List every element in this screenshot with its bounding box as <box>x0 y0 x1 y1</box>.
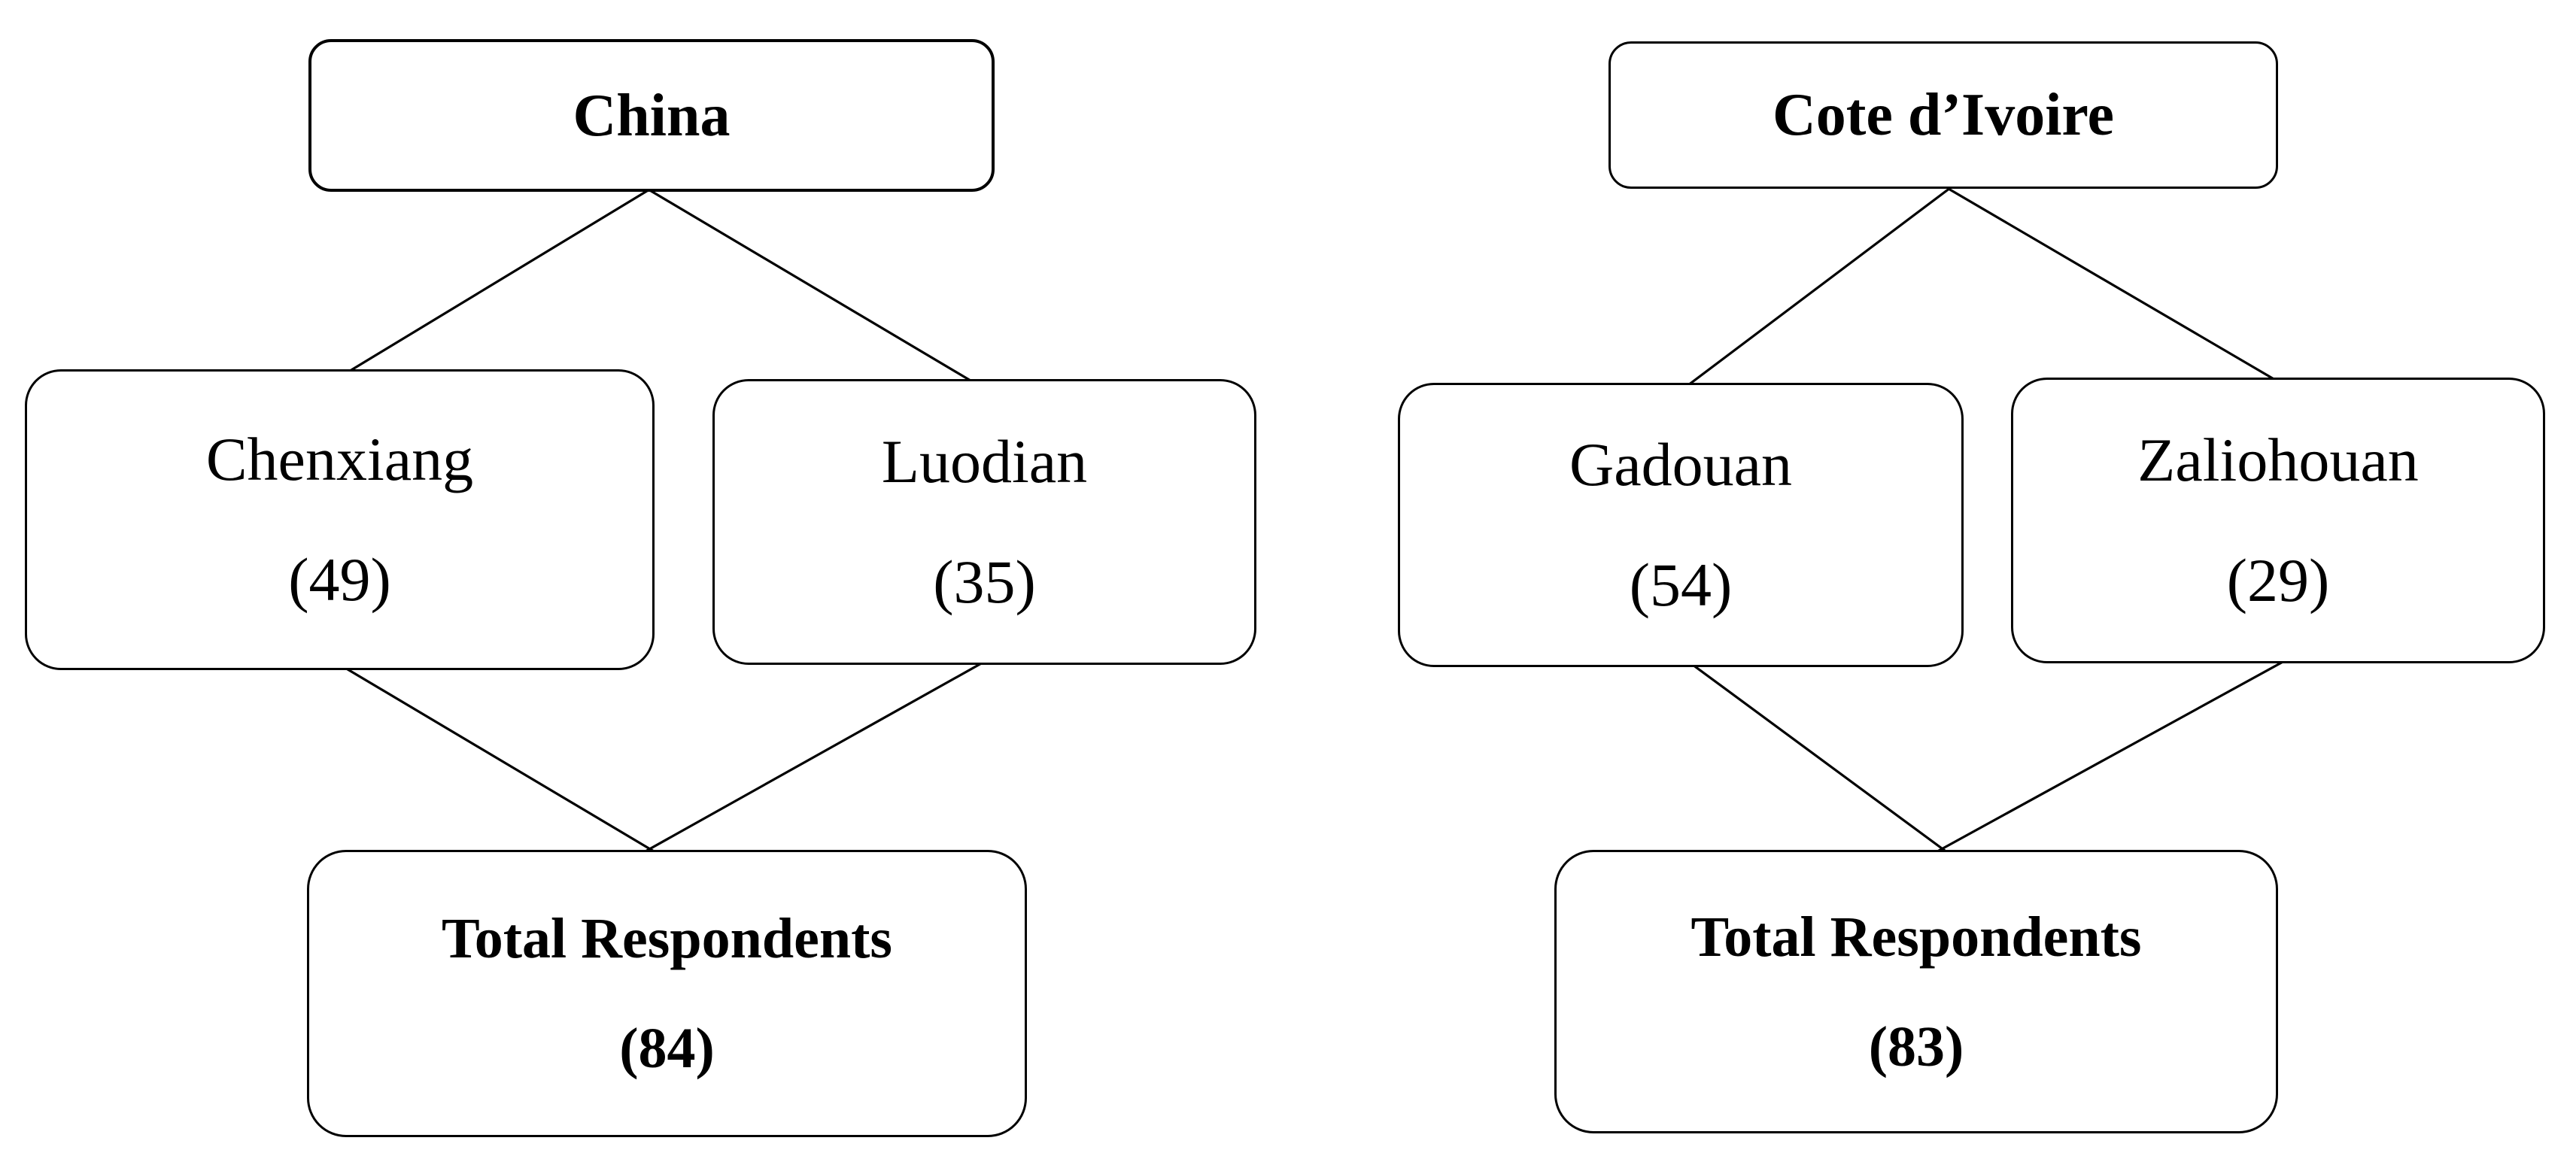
site-count-luodian: (35) <box>933 548 1036 616</box>
site-name-chenxiang: Chenxiang <box>205 425 474 493</box>
total-count-cote-divoire: (83) <box>1868 1015 1964 1079</box>
connector-luodian-total <box>631 660 985 860</box>
site-name-gadouan: Gadouan <box>1569 430 1792 499</box>
site-name-zaliohouan: Zaliohouan <box>2137 426 2419 494</box>
total-count-china: (84) <box>619 1017 715 1080</box>
total-label-china: Total Respondents <box>441 907 893 970</box>
connector-zaliohouan-total <box>1923 659 2286 860</box>
total-box-china: Total Respondents (84) <box>307 850 1027 1137</box>
connector-gadouan-total <box>1692 663 1957 860</box>
total-box-cote-divoire: Total Respondents (83) <box>1554 850 2278 1133</box>
connector-cote-gadouan <box>1684 180 1960 389</box>
total-label-cote-divoire: Total Respondents <box>1690 905 2142 969</box>
country-box-cote-divoire: Cote d’Ivoire <box>1608 41 2278 189</box>
site-count-zaliohouan: (29) <box>2226 546 2330 614</box>
site-count-chenxiang: (49) <box>288 545 391 614</box>
connector-china-chenxiang <box>343 181 661 376</box>
site-count-gadouan: (54) <box>1629 551 1733 619</box>
connector-china-luodian <box>648 188 971 382</box>
site-box-gadouan: Gadouan (54) <box>1398 383 1964 667</box>
connector-chenxiang-total <box>339 663 667 860</box>
country-box-china: China <box>308 39 995 192</box>
site-name-luodian: Luodian <box>881 427 1088 496</box>
country-label-cote-divoire: Cote d’Ivoire <box>1773 82 2114 148</box>
site-box-zaliohouan: Zaliohouan (29) <box>2011 378 2545 663</box>
country-label-china: China <box>573 82 731 149</box>
site-box-chenxiang: Chenxiang (49) <box>25 369 655 670</box>
site-box-luodian: Luodian (35) <box>712 379 1256 665</box>
connector-cote-zaliohouan <box>1948 187 2285 387</box>
